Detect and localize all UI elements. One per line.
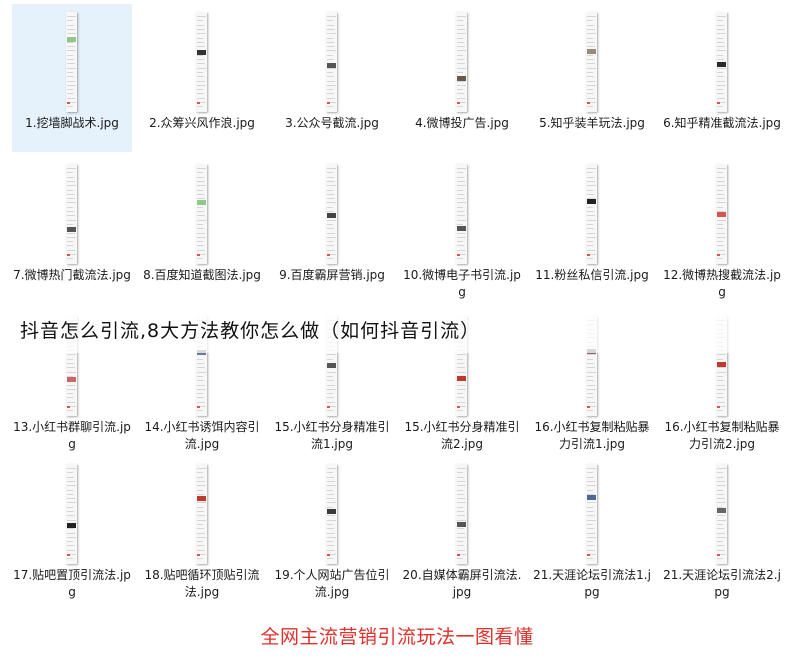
file-item[interactable]: 5.知乎装羊玩法.jpg — [532, 4, 652, 152]
file-name-label: 4.微博投广告.jpg — [415, 116, 509, 130]
file-item[interactable]: 11.粉丝私信引流.jpg — [532, 156, 652, 304]
file-item[interactable]: 7.微博热门截流法.jpg — [12, 156, 132, 304]
image-thumbnail-icon — [456, 164, 467, 264]
file-item[interactable]: 20.自媒体霸屏引流法.jpg — [402, 456, 522, 604]
file-name-label: 13.小红书群聊引流.jpg — [13, 420, 131, 451]
file-item[interactable]: 2.众筹兴风作浪.jpg — [142, 4, 262, 152]
image-thumbnail-icon — [586, 164, 597, 264]
file-item[interactable]: 8.百度知道截图法.jpg — [142, 156, 262, 304]
image-thumbnail-icon — [716, 12, 727, 112]
file-name-label: 15.小红书分身精准引流2.jpg — [404, 420, 520, 451]
file-item[interactable]: 17.贴吧置顶引流法.jpg — [12, 456, 132, 604]
file-name-label: 16.小红书复制粘贴暴力引流2.jpg — [664, 420, 780, 451]
file-name-label: 16.小红书复制粘贴暴力引流1.jpg — [534, 420, 650, 451]
file-name-label: 17.贴吧置顶引流法.jpg — [13, 568, 131, 599]
file-item[interactable]: 13.小红书群聊引流.jpg — [12, 308, 132, 456]
overlay-title: 抖音怎么引流,8大方法教你怎么做（如何抖音引流） — [20, 320, 481, 342]
file-name-label: 7.微博热门截流法.jpg — [13, 268, 131, 282]
file-name-label: 15.小红书分身精准引流1.jpg — [274, 420, 390, 451]
file-item[interactable]: 1.挖墙脚战术.jpg — [12, 4, 132, 152]
file-name-label: 3.公众号截流.jpg — [285, 116, 379, 130]
image-thumbnail-icon — [716, 464, 727, 564]
file-name-label: 18.贴吧循环顶贴引流法.jpg — [144, 568, 260, 599]
image-thumbnail-icon — [66, 164, 77, 264]
image-thumbnail-icon — [586, 12, 597, 112]
file-name-label: 9.百度霸屏营销.jpg — [279, 268, 385, 282]
image-thumbnail-icon — [66, 12, 77, 112]
file-item[interactable]: 21.天涯论坛引流法2.jpg — [662, 456, 782, 604]
file-item[interactable]: 4.微博投广告.jpg — [402, 4, 522, 152]
file-item[interactable]: 15.小红书分身精准引流2.jpg — [402, 308, 522, 456]
file-name-label: 8.百度知道截图法.jpg — [143, 268, 261, 282]
file-name-label: 10.微博电子书引流.jpg — [403, 268, 521, 299]
image-thumbnail-icon — [66, 464, 77, 564]
image-thumbnail-icon — [196, 464, 207, 564]
file-name-label: 5.知乎装羊玩法.jpg — [539, 116, 645, 130]
image-thumbnail-icon — [326, 12, 337, 112]
file-item[interactable]: 21.天涯论坛引流法1.jpg — [532, 456, 652, 604]
file-item[interactable]: 16.小红书复制粘贴暴力引流2.jpg — [662, 308, 782, 456]
file-item[interactable]: 18.贴吧循环顶贴引流法.jpg — [142, 456, 262, 604]
file-item[interactable]: 6.知乎精准截流法.jpg — [662, 4, 782, 152]
image-thumbnail-icon — [326, 164, 337, 264]
file-item[interactable]: 10.微博电子书引流.jpg — [402, 156, 522, 304]
file-name-label: 2.众筹兴风作浪.jpg — [149, 116, 255, 130]
image-thumbnail-icon — [586, 464, 597, 564]
image-thumbnail-icon — [326, 464, 337, 564]
file-name-label: 20.自媒体霸屏引流法.jpg — [402, 568, 522, 599]
file-name-label: 6.知乎精准截流法.jpg — [663, 116, 781, 130]
file-name-label: 14.小红书诱饵内容引流.jpg — [144, 420, 260, 451]
file-name-label: 1.挖墙脚战术.jpg — [25, 116, 119, 130]
caption: 全网主流营销引流玩法一图看懂 — [260, 626, 534, 648]
image-thumbnail-icon — [456, 12, 467, 112]
image-thumbnail-icon — [456, 464, 467, 564]
title-overlay-band — [0, 307, 794, 353]
image-thumbnail-icon — [196, 164, 207, 264]
file-item[interactable]: 9.百度霸屏营销.jpg — [272, 156, 392, 304]
image-thumbnail-icon — [716, 164, 727, 264]
file-name-label: 19.个人网站广告位引流.jpg — [274, 568, 390, 599]
file-item[interactable]: 12.微博热搜截流法.jpg — [662, 156, 782, 304]
file-name-label: 21.天涯论坛引流法1.jpg — [533, 568, 651, 599]
file-item[interactable]: 3.公众号截流.jpg — [272, 4, 392, 152]
image-thumbnail-icon — [196, 12, 207, 112]
file-name-label: 12.微博热搜截流法.jpg — [663, 268, 781, 299]
file-name-label: 11.粉丝私信引流.jpg — [535, 268, 649, 282]
file-item[interactable]: 19.个人网站广告位引流.jpg — [272, 456, 392, 604]
file-name-label: 21.天涯论坛引流法2.jpg — [663, 568, 781, 599]
